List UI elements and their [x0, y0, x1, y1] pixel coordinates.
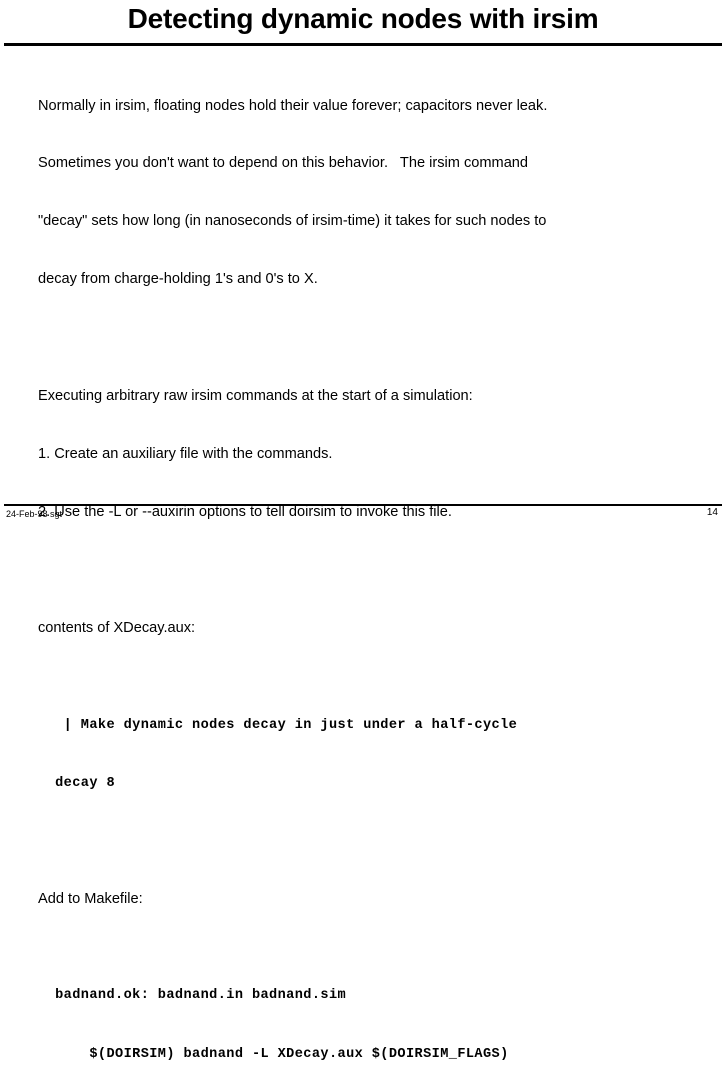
xdecay-code-line-2: decay 8 — [38, 775, 116, 791]
paragraph-executing-step-2: 2. Use the -L or --auxirin options to te… — [38, 503, 452, 520]
paragraph-executing: Executing arbitrary raw irsim commands a… — [38, 348, 698, 560]
spacer-3 — [38, 832, 698, 851]
footer-date-author: 24-Feb-98 sgt — [6, 509, 63, 519]
spacer-2 — [38, 560, 698, 580]
footer-page-number: 14 — [706, 507, 718, 518]
makefile-heading-text: Add to Makefile: — [38, 890, 143, 907]
page-title: Detecting dynamic nodes with irsim — [127, 3, 599, 34]
paragraph-intro-line-3: "decay" sets how long (in nanoseconds of… — [38, 213, 547, 230]
makefile-code-block: badnand.ok: badnand.in badnand.sim $(DOI… — [38, 948, 698, 1074]
makefile-code-line-1: badnand.ok: badnand.in badnand.sim — [38, 988, 347, 1004]
paragraph-intro: Normally in irsim, floating nodes hold t… — [38, 58, 698, 328]
paragraph-executing-step-1: 1. Create an auxiliary file with the com… — [38, 445, 333, 462]
makefile-heading: Add to Makefile: — [38, 851, 698, 947]
paragraph-executing-line-1: Executing arbitrary raw irsim commands a… — [38, 387, 473, 404]
paragraph-intro-line-1: Normally in irsim, floating nodes hold t… — [38, 97, 548, 114]
xdecay-heading: contents of XDecay.aux: — [38, 580, 698, 676]
footer-divider — [4, 504, 722, 506]
makefile-code-line-2: $(DOIRSIM) badnand -L XDecay.aux $(DOIRS… — [38, 1046, 509, 1062]
paragraph-intro-line-2: Sometimes you don't want to depend on th… — [38, 155, 529, 172]
slide-canvas: Detecting dynamic nodes with irsim Norma… — [4, 3, 722, 1062]
slide-body: Normally in irsim, floating nodes hold t… — [38, 58, 698, 1074]
title-divider — [4, 43, 722, 46]
xdecay-heading-text: contents of XDecay.aux: — [38, 620, 196, 637]
xdecay-code-block: | Make dynamic nodes decay in just under… — [38, 677, 698, 832]
paragraph-intro-line-4: decay from charge-holding 1's and 0's to… — [38, 271, 318, 288]
xdecay-code-line-1: | Make dynamic nodes decay in just under… — [38, 717, 518, 733]
spacer-1 — [38, 328, 698, 348]
